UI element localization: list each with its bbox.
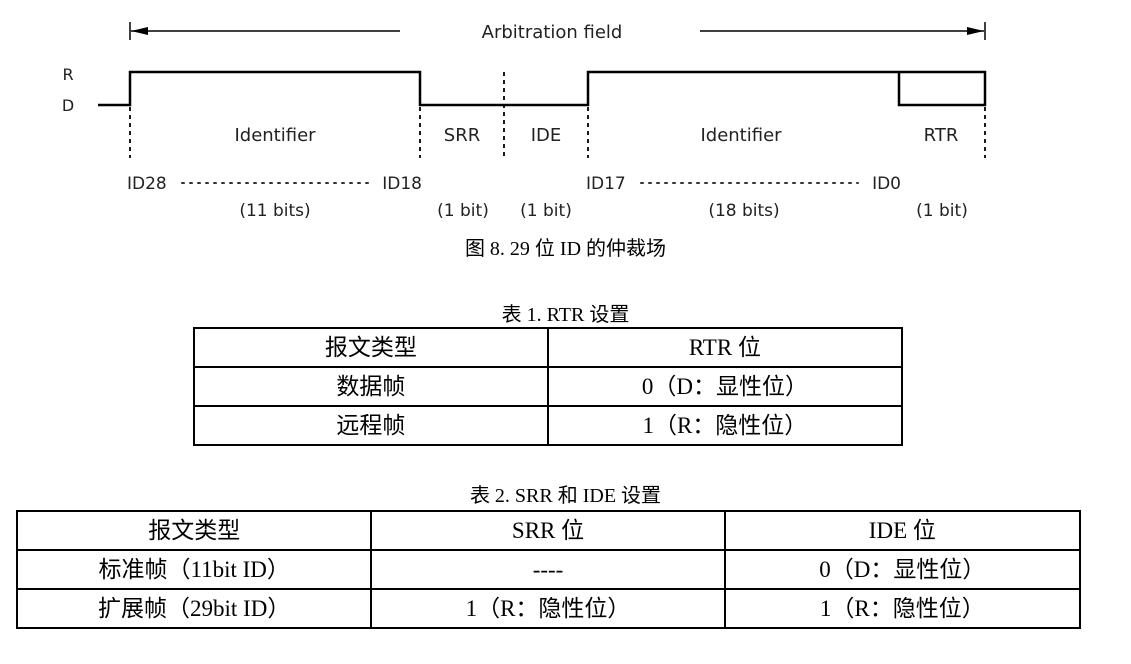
table-header-row: 报文类型 SRR 位 IDE 位 (15, 510, 1082, 551)
figure-caption: 图 8. 29 位 ID 的仲裁场 (464, 238, 667, 260)
table-cell: 0（D：显性位） (723, 549, 1082, 590)
bits-rtr: (1 bit) (916, 201, 968, 221)
field-identifier-ext: Identifier (700, 125, 782, 146)
bits-identifier-base: (11 bits) (239, 201, 310, 221)
table-cell: ---- (370, 549, 726, 590)
range-id18: ID18 (382, 174, 422, 194)
table-cell: 1（R：隐性位） (370, 588, 726, 629)
table-header-row: 报文类型 RTR 位 (193, 327, 904, 368)
table-row: 标准帧（11bit ID） ---- 0（D：显性位） (15, 549, 1082, 590)
range-id28: ID28 (127, 174, 167, 194)
field-ide: IDE (531, 125, 562, 146)
bits-srr: (1 bit) (437, 201, 489, 221)
field-srr: SRR (444, 125, 480, 146)
level-d-label: D (62, 96, 74, 115)
header-cell-message-type: 报文类型 (193, 327, 549, 368)
table-row: 远程帧 1（R：隐性位） (193, 405, 904, 446)
header-cell-ide-bit: IDE 位 (723, 510, 1082, 551)
table-cell: 数据帧 (193, 366, 549, 407)
rtr-settings-table: 报文类型 RTR 位 数据帧 0（D：显性位） 远程帧 1（R：隐性位） (193, 327, 904, 446)
table1-caption: 表 1. RTR 设置 (501, 304, 630, 326)
srr-ide-settings-table: 报文类型 SRR 位 IDE 位 标准帧（11bit ID） ---- 0（D：… (15, 510, 1082, 629)
range-id0: ID0 (872, 174, 901, 194)
arbitration-left-arrowhead (131, 27, 148, 35)
range-id17: ID17 (586, 174, 626, 194)
header-cell-rtr-bit: RTR 位 (546, 327, 904, 368)
bit-waveform (98, 70, 987, 107)
field-rtr: RTR (924, 125, 959, 146)
bits-identifier-ext: (18 bits) (708, 201, 779, 221)
level-r-label: R (62, 65, 73, 84)
arbitration-field-diagram: Arbitration field R D Identifier SRR IDE… (0, 0, 1131, 230)
table-cell: 扩展帧（29bit ID） (15, 588, 373, 629)
table-cell: 0（D：显性位） (546, 366, 904, 407)
bits-ide: (1 bit) (520, 201, 572, 221)
header-cell-srr-bit: SRR 位 (370, 510, 726, 551)
table-cell: 标准帧（11bit ID） (15, 549, 373, 590)
arbitration-field-svg: Arbitration field R D Identifier SRR IDE… (62, 22, 987, 221)
table-row: 数据帧 0（D：显性位） (193, 366, 904, 407)
table-cell: 1（R：隐性位） (723, 588, 1082, 629)
table-cell: 1（R：隐性位） (546, 405, 904, 446)
field-identifier-base: Identifier (234, 125, 316, 146)
header-cell-message-type: 报文类型 (15, 510, 373, 551)
table2-caption: 表 2. SRR 和 IDE 设置 (469, 485, 662, 507)
table-cell: 远程帧 (193, 405, 549, 446)
table-row: 扩展帧（29bit ID） 1（R：隐性位） 1（R：隐性位） (15, 588, 1082, 629)
arbitration-label: Arbitration field (482, 22, 623, 43)
arbitration-right-arrowhead (967, 27, 984, 35)
